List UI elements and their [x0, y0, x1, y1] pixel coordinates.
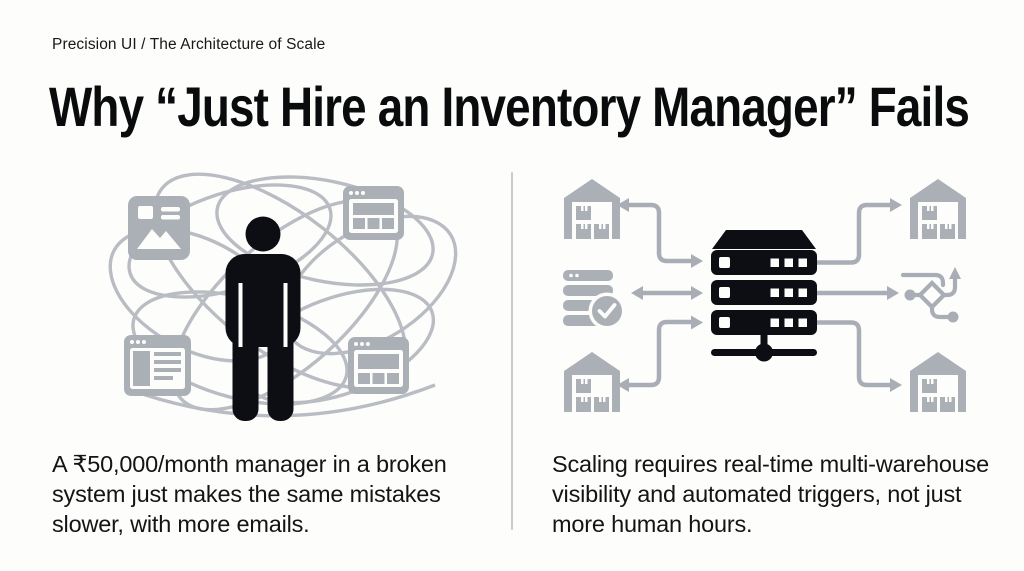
right-caption: Scaling requires real-time multi-warehou…	[552, 451, 989, 537]
warehouse-icon	[910, 179, 966, 239]
media-card-icon	[128, 196, 190, 260]
left-caption: A ₹50,000/month manager in a broken syst…	[52, 451, 447, 537]
browser-window-icon	[348, 337, 409, 394]
browser-window-icon	[343, 186, 404, 240]
warehouse-icon	[564, 179, 620, 239]
server-hub-illustration	[563, 179, 966, 412]
chaos-illustration	[108, 172, 458, 421]
database-check-icon	[563, 270, 626, 330]
column-divider	[511, 172, 513, 530]
warehouse-icon	[564, 352, 620, 412]
warehouse-icon	[910, 352, 966, 412]
flow-arrows	[617, 198, 902, 392]
browser-window-icon	[124, 335, 191, 396]
person-silhouette-icon	[225, 216, 301, 421]
workflow-branch-icon	[900, 267, 961, 323]
page-title-text: Why “Just Hire an Inventory Manager” Fai…	[49, 78, 969, 138]
kicker-text: Precision UI / The Architecture of Scale	[52, 36, 326, 53]
page-title: Why “Just Hire an Inventory Manager” Fai…	[49, 78, 970, 138]
server-rack-icon	[711, 230, 817, 362]
